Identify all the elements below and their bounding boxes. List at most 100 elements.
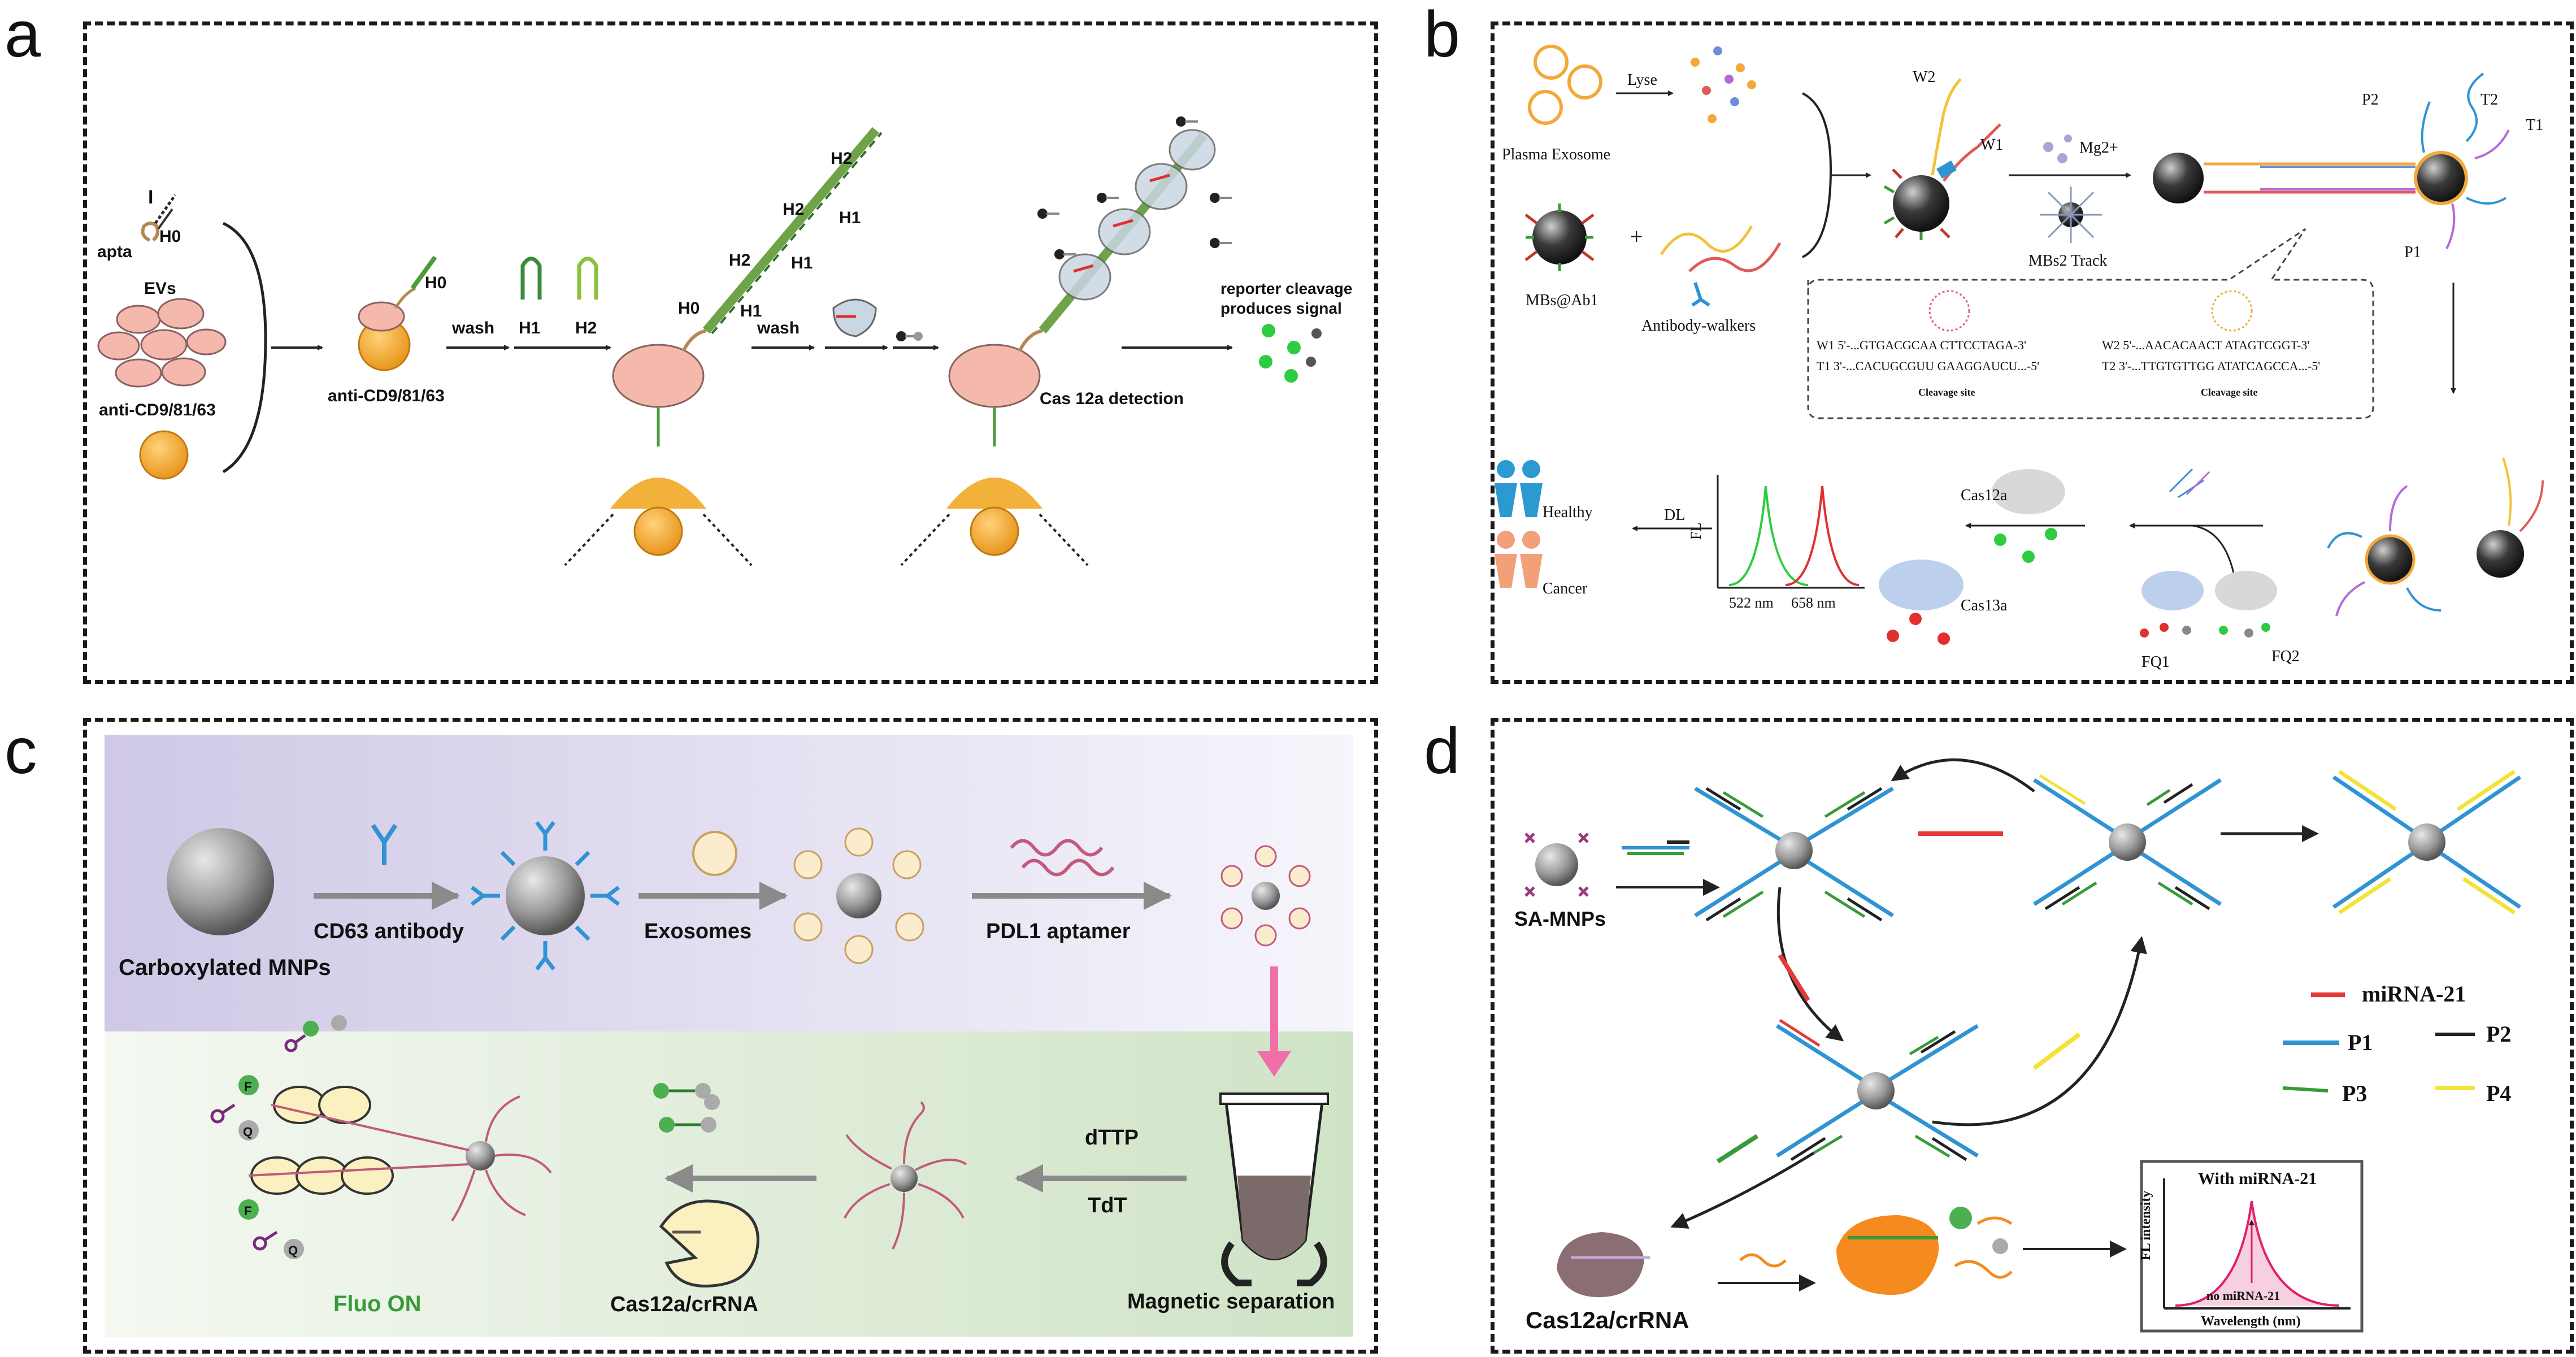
panel-c <box>83 718 1378 1354</box>
label-anti-cd2: anti-CD9/81/63 <box>328 387 445 405</box>
label-F-c1: F <box>244 1079 251 1094</box>
bracket-a <box>222 222 267 474</box>
label-mg: Mg2+ <box>2079 139 2118 157</box>
cas12a-crrna-icon <box>659 1199 759 1287</box>
carboxylated-mnp <box>167 828 274 935</box>
label-W2: W2 <box>1913 68 1935 86</box>
label-fq2: FQ2 <box>2271 648 2300 665</box>
x-structure-2 <box>2033 774 2222 911</box>
legend-P1: P1 <box>2348 1030 2373 1055</box>
label-FL-b: FL <box>1688 523 1704 540</box>
label-W1: W1 <box>1980 136 2003 154</box>
x-structure-4 <box>1776 1018 1979 1161</box>
hairpin-H1 <box>520 257 542 300</box>
legend-P4: P4 <box>2486 1081 2511 1106</box>
label-T1: T1 <box>2526 116 2543 134</box>
label-exo: Exosomes <box>644 920 751 943</box>
label-Q-c2: Q <box>288 1243 298 1258</box>
panel-label-d: d <box>1424 715 1460 787</box>
bg-top-c <box>105 735 1353 1031</box>
svg-text:+: + <box>1630 224 1643 249</box>
label-fluo: Fluo ON <box>333 1291 422 1316</box>
panel-a <box>83 21 1378 684</box>
hcr-chain-a1 <box>702 127 880 334</box>
fq-reporters <box>2140 623 2270 638</box>
panel-label-c: c <box>5 715 37 787</box>
label-mnps: Carboxylated MNPs <box>119 955 331 980</box>
legend-P2: P2 <box>2486 1021 2511 1047</box>
cas-cloud-grey <box>2215 571 2277 610</box>
aptamer-shape <box>141 222 159 242</box>
ev-cluster <box>97 298 227 388</box>
panel-c-content: Carboxylated MNPs CD63 antibody Exosomes… <box>105 735 1353 1337</box>
label-522: 522 nm <box>1729 595 1774 611</box>
fluo-probes-c: F Q F Q <box>238 1015 347 1259</box>
label-track: MBs2 Track <box>2028 252 2107 270</box>
reporter-dots-a <box>1037 116 1232 259</box>
track-bead-b <box>2414 151 2468 205</box>
label-sa: SA-MNPs <box>1514 907 1606 930</box>
fq-cleaved-d <box>1949 1207 2013 1279</box>
label-dttp: dTTP <box>1085 1126 1139 1150</box>
x-structure-1 <box>1694 786 1894 922</box>
label-fq1: FQ1 <box>2141 653 2170 671</box>
panel-a-content: I H0 apta EVs anti-CD9/81/63 H0 anti-CD9… <box>97 116 1352 566</box>
mbs-ab1-bead <box>1532 210 1587 265</box>
label-with: With miRNA-21 <box>2198 1169 2317 1188</box>
cas12a-orange <box>1836 1215 1939 1295</box>
lysate-bits <box>1691 46 1756 123</box>
panel-label-b: b <box>1424 0 1460 71</box>
walker-red <box>1688 242 1782 272</box>
sequence-callout <box>1807 228 2374 419</box>
label-reporter1: reporter cleavage <box>1220 280 1352 297</box>
walker-yellow <box>1660 225 1753 255</box>
fl-spectrum-b: FL 522 nm 658 nm <box>1688 475 1865 611</box>
pink-down-arrow <box>1257 1051 1291 1077</box>
panel-b <box>1491 21 2574 684</box>
label-I: I <box>148 187 153 208</box>
label-Q-c1: Q <box>243 1125 253 1139</box>
label-cas-d: Cas12a/crRNA <box>1526 1307 1689 1333</box>
seq-w1: W1 5'-...GTGACGCAA CTTCCTAGA-3' <box>1817 338 2026 352</box>
label-pdl1: PDL1 aptamer <box>986 920 1131 943</box>
label-H2-a3: H2 <box>783 200 804 219</box>
label-DL: DL <box>1664 506 1685 524</box>
label-cleave1: Cleavage site <box>1918 387 1975 398</box>
label-cas-c: Cas12a/crRNA <box>610 1293 758 1316</box>
legend-d: miRNA-21 P1 P2 P3 P4 <box>2282 981 2511 1106</box>
ev-big-a1 <box>612 344 705 408</box>
plasma-exosomes <box>1528 45 1602 125</box>
label-tdt: TdT <box>1088 1194 1127 1217</box>
label-P1: P1 <box>2404 244 2421 261</box>
ev-big-a2 <box>948 344 1041 408</box>
label-ylab: FL intensity <box>2139 1191 2153 1260</box>
label-wash2: wash <box>757 319 800 337</box>
bead-a1 <box>139 430 189 480</box>
exosome-icon <box>692 831 737 876</box>
label-plasma: Plasma Exosome <box>1502 146 1610 163</box>
seq-t2: T2 3'-...TTGTGTTGG ATATCAGCCA...-5' <box>2102 359 2320 373</box>
label-658: 658 nm <box>1791 595 1836 611</box>
label-EVs: EVs <box>144 279 176 298</box>
label-P2: P2 <box>2362 91 2379 109</box>
label-cas-a: Cas 12a detection <box>1040 389 1184 408</box>
label-H1-a4: H1 <box>839 209 861 227</box>
label-magsep: Magnetic separation <box>1127 1290 1335 1313</box>
label-apta: apta <box>97 242 132 261</box>
pdl1-aptamer-icon <box>1010 839 1115 877</box>
label-no: no miRNA-21 <box>2206 1289 2280 1303</box>
mbs2-track-icon <box>2040 187 2102 243</box>
panel-d <box>1491 718 2574 1354</box>
panel-label-a: a <box>5 0 41 71</box>
label-reporter2: produces signal <box>1220 300 1342 317</box>
label-H1-a2: H1 <box>740 302 762 320</box>
label-cd63: CD63 antibody <box>314 920 464 943</box>
legend-P3: P3 <box>2342 1081 2367 1106</box>
magnet-icon <box>1221 1241 1327 1286</box>
label-cas13b: Cas13a <box>1961 597 2008 614</box>
label-lyse: Lyse <box>1627 71 1657 89</box>
label-cancer: Cancer <box>1543 580 1588 597</box>
x-structure-3 <box>2332 770 2521 914</box>
fl-spectrum-d: With miRNA-21 no miRNA-21 FL intensity W… <box>2139 1160 2364 1333</box>
